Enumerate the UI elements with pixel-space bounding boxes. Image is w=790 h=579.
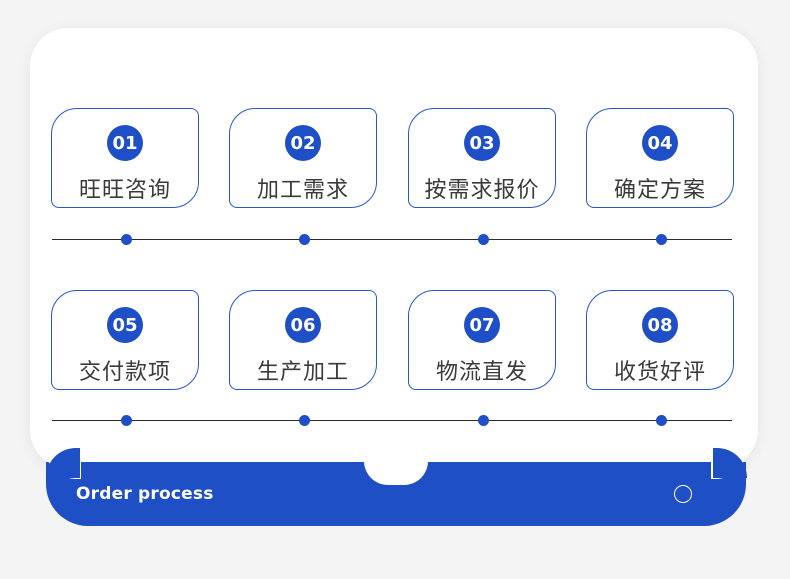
step-number-badge-04: 04 bbox=[642, 125, 678, 161]
connector-dot-2-3 bbox=[478, 415, 489, 426]
connector-dot-1-2 bbox=[299, 234, 310, 245]
step-badge-wrap-01: 01 bbox=[107, 125, 143, 161]
step-label-08: 收货好评 bbox=[613, 360, 706, 385]
connector-dot-1-3 bbox=[478, 234, 489, 245]
connector-dot-2-1 bbox=[121, 415, 132, 426]
step-label-06: 生产加工 bbox=[256, 360, 349, 385]
step-number-badge-03: 03 bbox=[464, 125, 500, 161]
step-card-04[interactable]: 04 确定方案 bbox=[586, 108, 734, 208]
step-badge-wrap-07: 07 bbox=[464, 307, 500, 343]
step-label-04: 确定方案 bbox=[613, 178, 706, 203]
connector-dot-1-4 bbox=[656, 234, 667, 245]
connector-rule-2 bbox=[52, 420, 732, 422]
step-card-03[interactable]: 03 按需求报价 bbox=[408, 108, 556, 208]
step-badge-wrap-03: 03 bbox=[464, 125, 500, 161]
footer-notch bbox=[364, 461, 428, 485]
step-number-badge-07: 07 bbox=[464, 307, 500, 343]
footer-bar: Order process bbox=[45, 447, 747, 526]
step-number-badge-01: 01 bbox=[107, 125, 143, 161]
connector-rule-1 bbox=[52, 239, 732, 241]
connector-dot-1-1 bbox=[121, 234, 132, 245]
step-label-07: 物流直发 bbox=[435, 360, 528, 385]
step-number-badge-08: 08 bbox=[642, 307, 678, 343]
step-card-02[interactable]: 02 加工需求 bbox=[229, 108, 377, 208]
step-label-02: 加工需求 bbox=[256, 178, 349, 203]
connector-line-row-2 bbox=[52, 414, 732, 428]
step-label-05: 交付款项 bbox=[78, 360, 171, 385]
step-badge-wrap-02: 02 bbox=[285, 125, 321, 161]
step-card-01[interactable]: 01 旺旺咨询 bbox=[51, 108, 199, 208]
content-panel bbox=[30, 28, 758, 468]
step-number-badge-06: 06 bbox=[285, 307, 321, 343]
step-badge-wrap-08: 08 bbox=[642, 307, 678, 343]
step-label-01: 旺旺咨询 bbox=[78, 178, 171, 203]
step-card-08[interactable]: 08 收货好评 bbox=[586, 290, 734, 390]
step-badge-wrap-04: 04 bbox=[642, 125, 678, 161]
step-card-05[interactable]: 05 交付款项 bbox=[51, 290, 199, 390]
circle-outline-icon[interactable] bbox=[674, 485, 692, 503]
step-number-badge-02: 02 bbox=[285, 125, 321, 161]
step-card-06[interactable]: 06 生产加工 bbox=[229, 290, 377, 390]
connector-line-row-1 bbox=[52, 233, 732, 247]
connector-dot-2-4 bbox=[656, 415, 667, 426]
step-badge-wrap-05: 05 bbox=[107, 307, 143, 343]
footer-title: Order process bbox=[76, 484, 214, 504]
step-label-03: 按需求报价 bbox=[424, 178, 540, 203]
step-card-07[interactable]: 07 物流直发 bbox=[408, 290, 556, 390]
step-number-badge-05: 05 bbox=[107, 307, 143, 343]
step-badge-wrap-06: 06 bbox=[285, 307, 321, 343]
connector-dot-2-2 bbox=[299, 415, 310, 426]
